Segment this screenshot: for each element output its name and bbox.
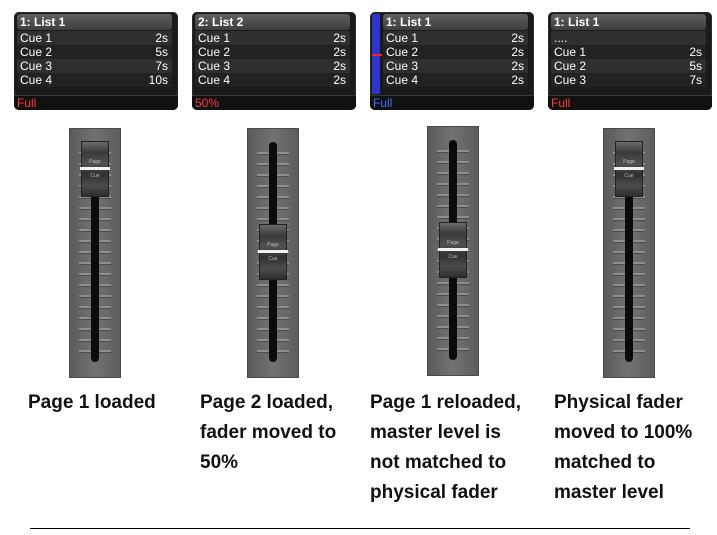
step-caption: Page 1 loaded — [28, 392, 156, 413]
cue-name: Cue 3 — [386, 59, 419, 73]
cue-list-title: 1: List 1 — [17, 14, 172, 30]
cue-row[interactable]: Cue 3 2s — [383, 59, 528, 73]
cue-list-panel[interactable]: 1: List 1 .... Cue 1 2s Cue 2 5s Cue 3 7s F… — [548, 12, 712, 110]
cue-name: Cue 3 — [198, 59, 231, 73]
cue-row[interactable]: Cue 3 7s — [551, 73, 706, 87]
step-2: 2: List 2 Cue 1 2s Cue 2 2s Cue 3 2s Cue 4 2… — [192, 0, 362, 535]
cue-row[interactable]: Cue 2 5s — [551, 59, 706, 73]
knob-label-bottom: Cue — [268, 256, 278, 262]
knob-label-top: Page — [623, 159, 635, 165]
cue-rows: Cue 1 2s Cue 2 2s Cue 3 2s Cue 4 2s — [383, 31, 528, 87]
cue-name: Cue 2 — [554, 59, 587, 73]
cue-row[interactable]: Cue 2 2s — [383, 45, 528, 59]
cue-ellipsis: .... — [554, 31, 568, 45]
knob-label-bottom: Cue — [90, 173, 100, 179]
physical-fader[interactable]: Page Cue — [69, 128, 121, 378]
cue-list-title: 2: List 2 — [195, 14, 350, 30]
physical-fader[interactable]: Page Cue — [247, 128, 299, 378]
cue-name: Cue 3 — [20, 59, 53, 73]
cue-time: 2s — [333, 73, 346, 87]
cue-time: 2s — [155, 31, 168, 45]
cue-name: Cue 3 — [554, 73, 587, 87]
cue-time: 2s — [511, 31, 524, 45]
cue-row-previous[interactable]: .... — [551, 31, 706, 45]
knob-indicator-line — [438, 248, 468, 251]
cue-row[interactable]: Cue 1 2s — [551, 45, 706, 59]
step-caption: Physical fader moved to 100% matched to … — [554, 392, 693, 503]
fader-knob[interactable]: Page Cue — [438, 223, 468, 277]
physical-fader[interactable]: Page Cue — [427, 126, 479, 376]
cue-row[interactable]: Cue 4 2s — [195, 73, 350, 87]
cue-time: 7s — [155, 59, 168, 73]
cue-rows: .... Cue 1 2s Cue 2 5s Cue 3 7s — [551, 31, 706, 87]
cue-rows: Cue 1 2s Cue 2 5s Cue 3 7s Cue 4 10s — [17, 31, 172, 87]
cue-row[interactable]: Cue 4 2s — [383, 73, 528, 87]
step-1: 1: List 1 Cue 1 2s Cue 2 5s Cue 3 7s Cue 4 1… — [14, 0, 184, 535]
step-caption: Page 2 loaded, fader moved to 50% — [200, 392, 337, 473]
cue-rows: Cue 1 2s Cue 2 2s Cue 3 2s Cue 4 2s — [195, 31, 350, 87]
cue-name: Cue 1 — [198, 31, 231, 45]
cue-time: 2s — [333, 31, 346, 45]
divider — [30, 528, 690, 529]
cue-time: 2s — [689, 45, 702, 59]
knob-indicator-line — [258, 250, 288, 253]
master-level-bar — [372, 14, 382, 94]
cue-time: 7s — [689, 73, 702, 87]
cue-row[interactable]: Cue 1 2s — [17, 31, 172, 45]
cue-name: Cue 4 — [198, 73, 231, 87]
master-level-status: Full — [370, 95, 534, 110]
cue-name: Cue 2 — [20, 45, 53, 59]
cue-row[interactable]: Cue 4 10s — [17, 73, 172, 87]
fader-knob[interactable]: Page Cue — [80, 142, 110, 196]
knob-label-top: Page — [89, 159, 101, 165]
cue-time: 2s — [333, 59, 346, 73]
knob-indicator-line — [614, 167, 644, 170]
cue-row[interactable]: Cue 3 2s — [195, 59, 350, 73]
physical-fader-marker — [372, 54, 382, 56]
fader-slot — [91, 142, 99, 362]
step-3: 1: List 1 Cue 1 2s Cue 2 2s Cue 3 2s Cue 4 2… — [370, 0, 540, 535]
cue-list-title: 1: List 1 — [551, 14, 706, 30]
cue-time: 2s — [511, 59, 524, 73]
cue-time: 2s — [333, 45, 346, 59]
cue-list-panel[interactable]: 2: List 2 Cue 1 2s Cue 2 2s Cue 3 2s Cue 4 2… — [192, 12, 356, 110]
cue-list-panel[interactable]: 1: List 1 Cue 1 2s Cue 2 5s Cue 3 7s Cue 4 1… — [14, 12, 178, 110]
cue-time: 2s — [511, 73, 524, 87]
cue-name: Cue 2 — [198, 45, 231, 59]
cue-time: 5s — [155, 45, 168, 59]
fader-slot — [625, 142, 633, 362]
cue-name: Cue 1 — [386, 31, 419, 45]
cue-row[interactable]: Cue 2 2s — [195, 45, 350, 59]
step-caption: Page 1 reloaded, master level is not mat… — [370, 392, 522, 503]
cue-time: 10s — [148, 73, 168, 87]
cue-name: Cue 4 — [20, 73, 53, 87]
knob-indicator-line — [80, 167, 110, 170]
cue-time: 2s — [511, 45, 524, 59]
cue-row[interactable]: Cue 2 5s — [17, 45, 172, 59]
master-level-status: Full — [14, 95, 178, 110]
fader-knob[interactable]: Page Cue — [614, 142, 644, 196]
cue-name: Cue 4 — [386, 73, 419, 87]
master-level-status: Full — [548, 95, 712, 110]
cue-list-title: 1: List 1 — [383, 14, 528, 30]
cue-row[interactable]: Cue 1 2s — [383, 31, 528, 45]
cue-row[interactable]: Cue 3 7s — [17, 59, 172, 73]
knob-label-bottom: Cue — [448, 254, 458, 260]
knob-label-top: Page — [447, 240, 459, 246]
cue-time: 5s — [689, 59, 702, 73]
physical-fader[interactable]: Page Cue — [603, 128, 655, 378]
cue-name: Cue 2 — [386, 45, 419, 59]
knob-label-bottom: Cue — [624, 173, 634, 179]
cue-name: Cue 1 — [20, 31, 53, 45]
knob-label-top: Page — [267, 242, 279, 248]
cue-name: Cue 1 — [554, 45, 587, 59]
fader-knob[interactable]: Page Cue — [258, 225, 288, 279]
cue-list-panel[interactable]: 1: List 1 Cue 1 2s Cue 2 2s Cue 3 2s Cue 4 2… — [370, 12, 534, 110]
step-4: 1: List 1 .... Cue 1 2s Cue 2 5s Cue 3 7s F… — [548, 0, 717, 535]
master-level-status: 50% — [192, 95, 356, 110]
cue-row[interactable]: Cue 1 2s — [195, 31, 350, 45]
